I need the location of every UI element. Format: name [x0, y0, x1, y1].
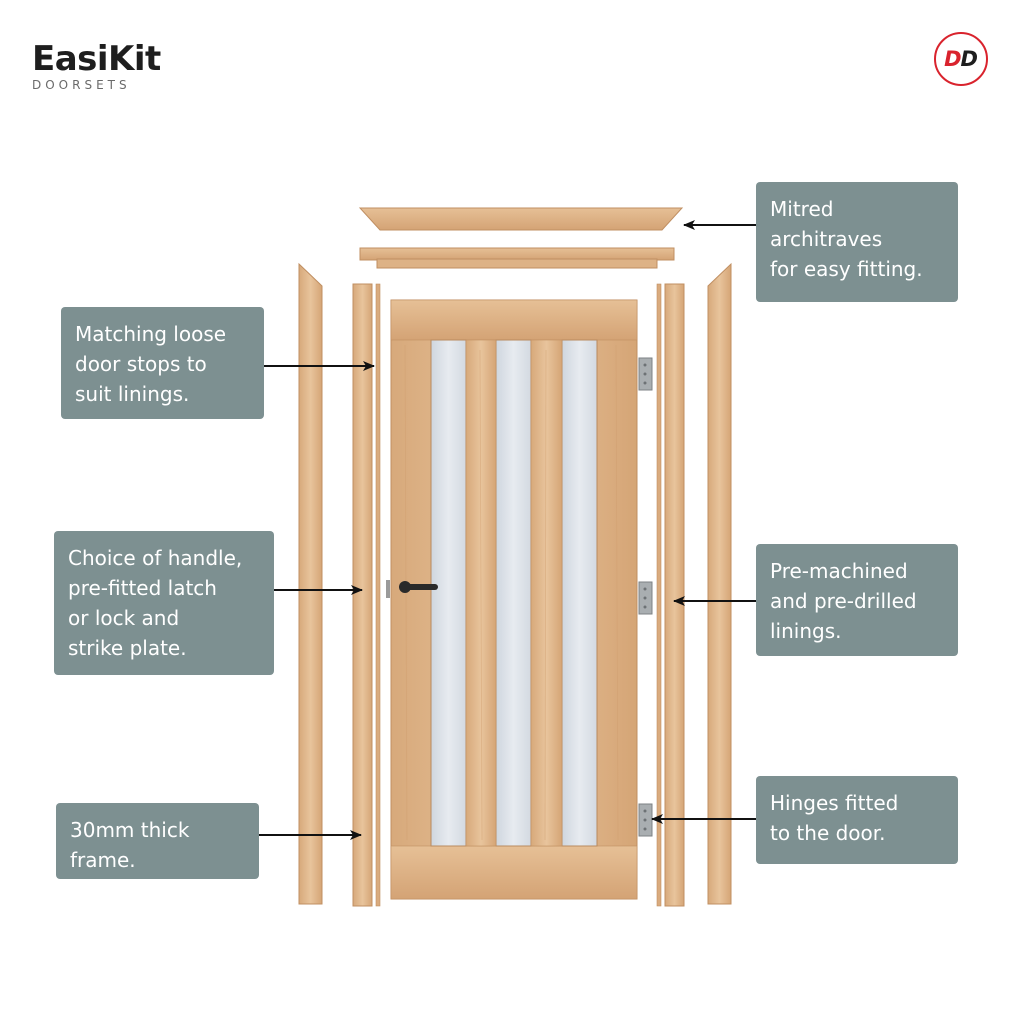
hinge-top-icon — [638, 357, 653, 391]
head-lining — [359, 247, 675, 261]
callout-line: 30mm thick — [70, 818, 190, 842]
right-lining — [664, 283, 685, 907]
callout-line: frame. — [70, 848, 136, 872]
badge-letter-1: D — [944, 47, 962, 71]
head-stop — [376, 258, 658, 269]
glass-panel-3 — [561, 339, 598, 847]
callout-linings: Pre-machined and pre-drilled linings. — [756, 544, 958, 656]
brand-name: EasiKit — [32, 39, 161, 79]
callout-line: suit linings. — [75, 382, 190, 406]
callout-architraves: Mitred architraves for easy fitting. — [756, 182, 958, 302]
callout-line: pre-fitted latch — [68, 576, 217, 600]
callout-line: Hinges fitted — [770, 791, 899, 815]
callout-line: linings. — [770, 619, 842, 643]
door-muntin-2 — [530, 339, 563, 847]
dd-badge-icon: D D — [934, 32, 988, 86]
hinge-middle-icon — [638, 581, 653, 615]
callout-line: or lock and — [68, 606, 180, 630]
callout-handle: Choice of handle, pre-fitted latch or lo… — [54, 531, 274, 675]
right-door-stop — [656, 283, 662, 907]
lever-handle-icon — [399, 581, 438, 593]
callout-line: architraves — [770, 227, 883, 251]
callout-hinges: Hinges fitted to the door. — [756, 776, 958, 864]
left-door-stop — [375, 283, 381, 907]
brand-tagline: DOORSETS — [32, 78, 131, 92]
glass-panel-2 — [495, 339, 532, 847]
callout-line: Choice of handle, — [68, 546, 243, 570]
callout-line: Matching loose — [75, 322, 227, 346]
callout-line: Pre-machined — [770, 559, 908, 583]
callout-line: Mitred — [770, 197, 834, 221]
callout-line: to the door. — [770, 821, 886, 845]
callout-line: strike plate. — [68, 636, 187, 660]
door-bottom-rail — [390, 845, 638, 900]
callout-line: for easy fitting. — [770, 257, 923, 281]
callout-line: door stops to — [75, 352, 207, 376]
brand-logo: EasiKit DOORSETS — [32, 40, 161, 92]
callout-line: and pre-drilled — [770, 589, 917, 613]
glass-panel-1 — [430, 339, 467, 847]
door-top-rail — [390, 299, 638, 341]
left-architrave — [298, 262, 323, 905]
top-architrave — [358, 207, 684, 231]
left-lining — [352, 283, 373, 907]
strike-plate — [386, 580, 390, 598]
right-architrave — [707, 262, 732, 905]
callout-frame: 30mm thick frame. — [56, 803, 259, 879]
badge-letter-2: D — [960, 47, 978, 71]
callout-door-stops: Matching loose door stops to suit lining… — [61, 307, 264, 419]
hinge-bottom-icon — [638, 803, 653, 837]
